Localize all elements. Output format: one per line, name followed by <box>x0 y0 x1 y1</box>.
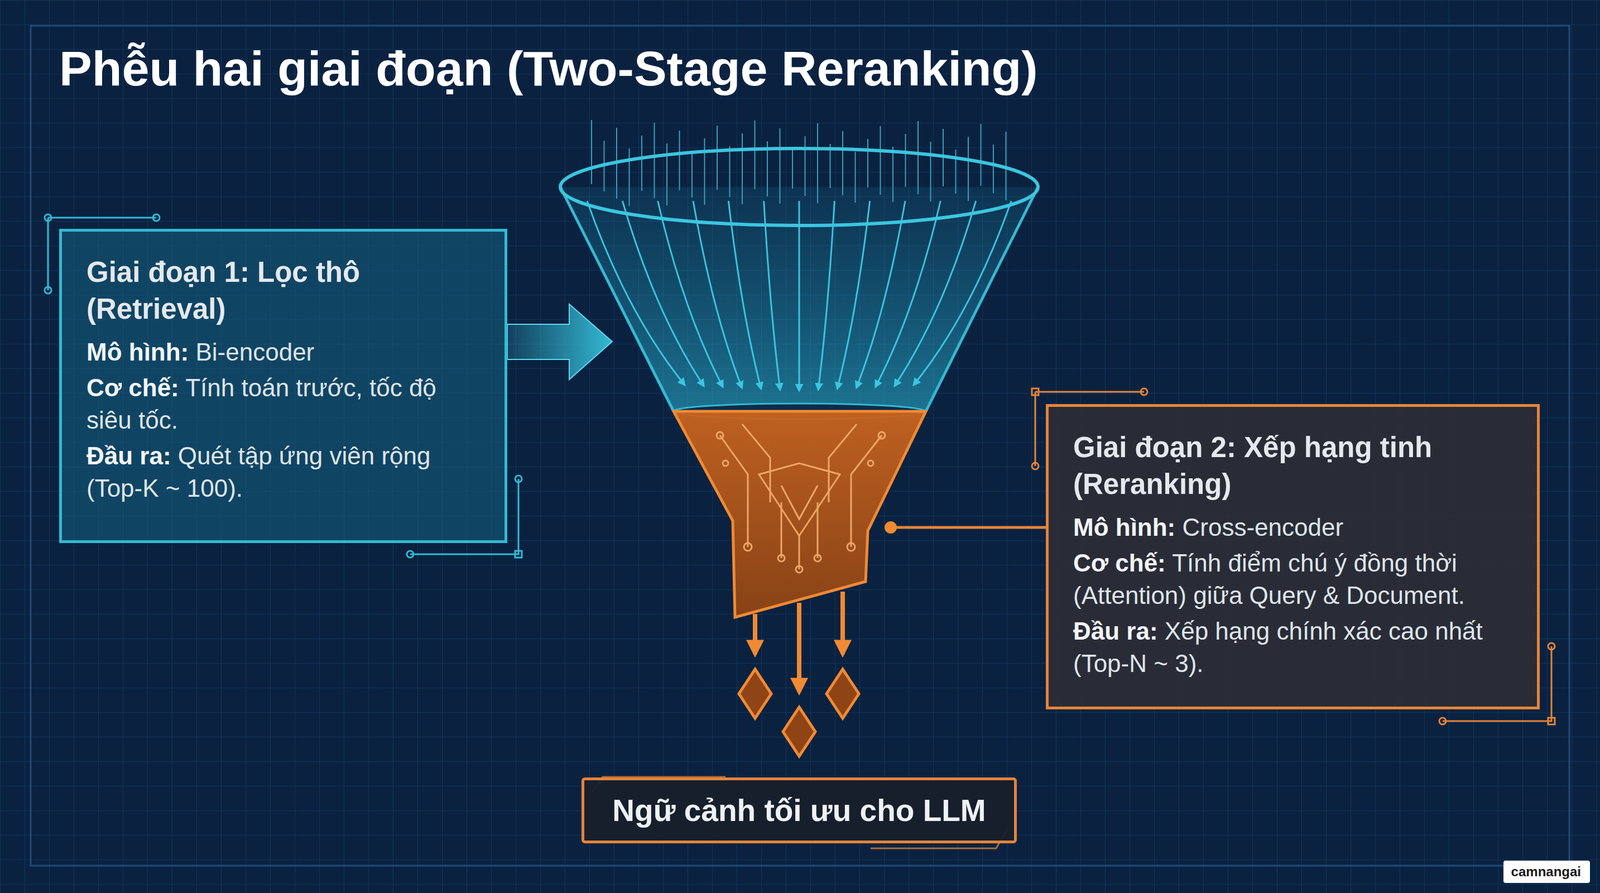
stage-box: Giai đoạn 1: Lọc thô (Retrieval) Mô hình:… <box>59 228 508 544</box>
flow-arrow <box>622 200 704 387</box>
output-label: Ngữ cảnh tối ưu cho LLM <box>612 792 986 829</box>
flow-arrow <box>856 200 906 388</box>
stage-detail: Cơ chế: Tính toán trước, tốc độ siêu tốc… <box>86 371 480 437</box>
falling-line <box>754 120 756 190</box>
falling-line <box>716 125 718 190</box>
falling-line <box>880 126 882 195</box>
flow-arrow <box>764 200 781 390</box>
flow-arrow <box>894 200 977 387</box>
watermark: camnangai <box>1503 860 1590 883</box>
falling-line <box>992 144 994 194</box>
falling-line <box>791 149 794 189</box>
falling-line <box>804 136 806 196</box>
falling-line <box>679 130 681 191</box>
falling-line <box>654 122 656 199</box>
falling-line <box>917 121 919 195</box>
stage-detail: Mô hình: Cross-encoder <box>1073 511 1513 544</box>
flow-arrow <box>875 200 941 387</box>
stage-detail: Mô hình: Bi-encoder <box>86 335 480 369</box>
stage-heading: Giai đoạn 2: Xếp hạng tinh (Reranking) <box>1073 429 1513 504</box>
flow-arrow <box>728 200 761 389</box>
falling-line <box>591 119 593 185</box>
stage-box: Giai đoạn 2: Xếp hạng tinh (Reranking) Mô… <box>1045 404 1540 710</box>
flow-arrow <box>798 200 801 391</box>
flow-arrow <box>818 200 835 390</box>
falling-line <box>980 123 982 186</box>
falling-line <box>867 138 869 188</box>
flow-arrow <box>587 200 685 386</box>
output-box: Ngữ cảnh tối ưu cho LLM <box>581 777 1017 844</box>
flow-arrow <box>913 200 1012 386</box>
stage-detail: Cơ chế: Tính điểm chú ý đồng thời (Atten… <box>1073 546 1513 612</box>
stage-detail: Đầu ra: Quét tập ứng viên rộng (Top-K ~ … <box>86 439 480 505</box>
flow-arrow <box>693 200 743 388</box>
falling-line <box>829 143 831 189</box>
diagram-title: Phễu hai giai đoạn (Two-Stage Reranking) <box>59 40 1039 98</box>
falling-line <box>905 133 907 187</box>
stage-heading: Giai đoạn 1: Lọc thô (Retrieval) <box>86 253 480 329</box>
falling-line <box>842 131 844 196</box>
falling-line <box>641 135 643 191</box>
stage-detail: Đầu ra: Xếp hạng chính xác cao nhất (Top… <box>1073 614 1513 680</box>
flow-arrow <box>837 200 870 389</box>
